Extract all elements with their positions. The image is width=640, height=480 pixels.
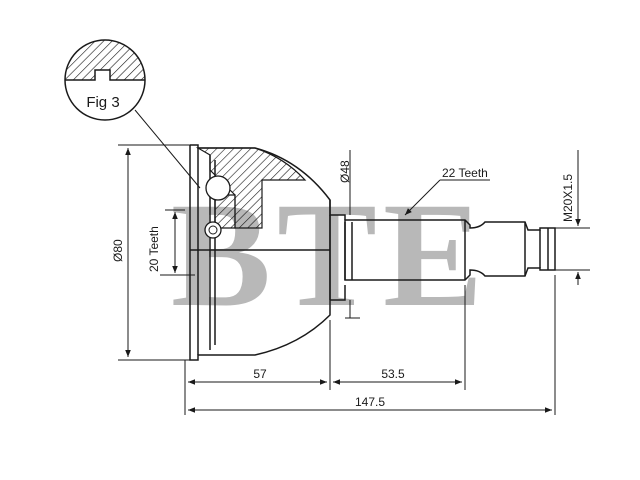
dim-shaft-length [333,285,466,390]
dim-bell-length [184,320,331,415]
outer-spline-leader [404,179,441,216]
inner-spline-label: 20 Teeth [147,226,161,272]
ball-inner [208,225,218,235]
outer-spline-label: 22 Teeth [442,166,488,180]
dim-shaft-diameter [345,150,360,319]
dim-overall-length [188,275,556,415]
fig-callout: Fig 3 [64,39,146,121]
thread-label: M20X1.5 [561,174,575,222]
overall-length-label: 147.5 [355,395,385,409]
bell-length-label: 57 [253,367,267,381]
ball-upper [205,175,231,201]
fig-label: Fig 3 [86,94,119,111]
ball-lower [204,221,222,239]
callout-leader [134,109,201,189]
dim-inner-spline [160,209,195,276]
dim-thread [555,150,590,285]
outer-diameter-label: Ø80 [111,239,125,262]
shaft-length-label: 53.5 [381,367,405,381]
dim-outer-diameter [118,144,190,361]
shaft-diameter-label: Ø48 [338,160,352,183]
